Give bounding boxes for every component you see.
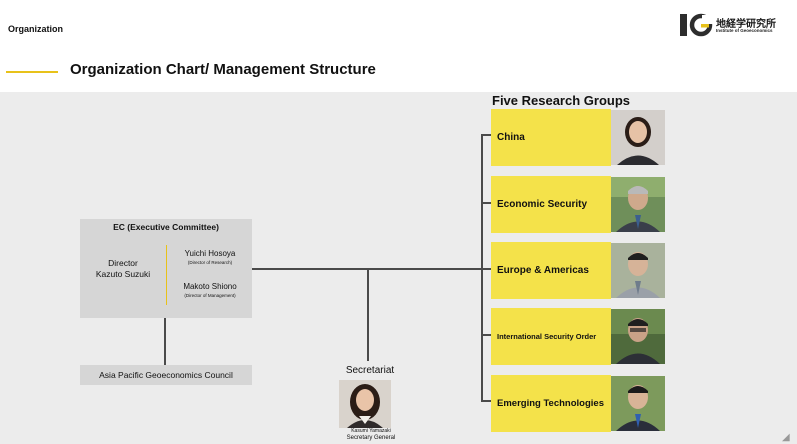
research-group-photo — [611, 376, 665, 431]
connector-branch-china — [481, 134, 491, 136]
connector-branch-emerging-tech — [481, 400, 491, 402]
secretariat-photo — [339, 380, 391, 428]
ec-director: Director Kazuto Suzuki — [84, 258, 162, 280]
logo-text-en: Institute of Geoeconomics — [716, 28, 773, 33]
research-groups-title: Five Research Groups — [492, 93, 630, 108]
section-label: Organization — [8, 24, 64, 34]
portrait-icon — [611, 309, 665, 364]
research-group-photo — [611, 177, 665, 232]
research-group-photo — [611, 110, 665, 165]
research-group-label: Europe & Americas — [497, 265, 589, 276]
secretariat-label: Secretariat — [345, 365, 395, 376]
connector-main-horizontal — [252, 268, 483, 270]
research-group-photo — [611, 309, 665, 364]
research-group-label: China — [497, 132, 525, 143]
research-group-label: Economic Security — [497, 199, 588, 210]
portrait-icon — [611, 243, 665, 298]
research-group-economic-security: Economic Security — [491, 176, 611, 233]
research-group-label: International Security Order — [497, 332, 597, 341]
ec-member: Yuichi Hosoya (Director of Research) — [170, 249, 250, 266]
logo-bar — [680, 14, 687, 36]
portrait-icon — [611, 110, 665, 165]
title-rule — [6, 71, 58, 73]
logo-text-jp: 地経学研究所 — [716, 19, 776, 30]
ec-member: Makoto Shiono (Director of Management) — [170, 282, 250, 299]
research-group-china: China — [491, 109, 611, 166]
ec-member-role: (Director of Management) — [184, 293, 236, 298]
research-group-label: Emerging Technologies — [497, 398, 604, 409]
corner-mark: ◢ — [782, 432, 790, 443]
connector-secretariat — [367, 270, 369, 361]
portrait-icon — [611, 177, 665, 232]
ec-title: EC (Executive Committee) — [113, 222, 219, 232]
connector-branch-international-security — [481, 334, 491, 336]
secretariat-person-role: Secretary General — [346, 435, 396, 441]
ec-divider — [166, 245, 167, 305]
council-box: Asia Pacific Geoeconomics Council — [80, 365, 252, 385]
ig-logo-icon: 地経学研究所 Institute of Geoeconomics — [680, 12, 792, 42]
ec-member-role: (Director of Research) — [187, 260, 233, 265]
research-group-europe-americas: Europe & Americas — [491, 242, 611, 299]
ec-member-name: Makoto Shiono — [183, 282, 237, 291]
connector-branch-europe-americas — [481, 268, 491, 270]
connector-branch-economic-security — [481, 202, 491, 204]
page-title: Organization Chart/ Management Structure — [70, 61, 376, 78]
research-group-international-security-order: International Security Order — [491, 308, 611, 365]
ec-member-name: Yuichi Hosoya — [184, 249, 236, 258]
executive-committee-box: EC (Executive Committee) Director Kazuto… — [80, 219, 252, 318]
research-group-emerging-technologies: Emerging Technologies — [491, 375, 611, 432]
portrait-icon — [611, 376, 665, 431]
portrait-icon — [339, 380, 391, 428]
research-group-photo — [611, 243, 665, 298]
slide-header: Organization 地経学研究所 Institute of Geoecon… — [0, 0, 797, 92]
logo-g-mark — [689, 13, 713, 37]
connector-council — [164, 318, 166, 365]
ec-director-name: Kazuto Suzuki — [95, 269, 151, 279]
ec-director-title: Director — [108, 258, 138, 268]
secretariat-person-name: Kasumi Yamazaki — [351, 428, 391, 434]
